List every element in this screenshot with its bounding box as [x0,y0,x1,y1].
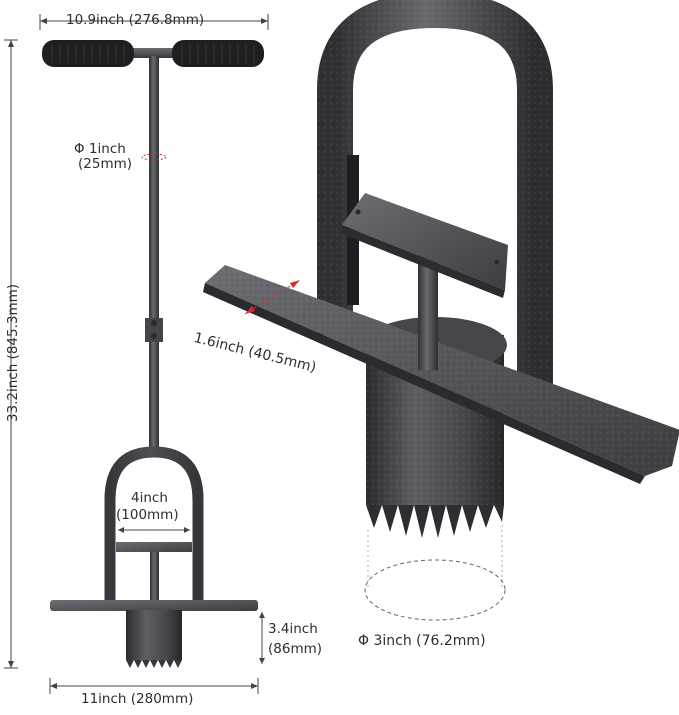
tube-height-label-2: (86mm) [268,641,323,657]
right-grip [172,40,264,67]
total-height-label: 33.2inch (845.3mm) [5,283,21,423]
diameter-marker [141,153,167,161]
inner-width-label-1: 4inch [131,490,168,506]
closeup-view [203,0,679,621]
footplate-width-label: 11inch (280mm) [81,691,194,707]
tube-height-label-1: 3.4inch [268,621,318,637]
full-tool-view [4,14,269,694]
foot-plate [50,600,258,611]
shaft-diameter-label-1: Φ 1inch [74,141,126,157]
step-plate [342,193,508,290]
handle-width-label: 10.9inch (276.8mm) [66,12,205,28]
coring-diameter-label: Φ 3inch (76.2mm) [358,633,486,649]
shaft [149,56,159,456]
inner-width-label-2: (100mm) [116,507,179,523]
shaft-diameter-label-2: (25mm) [78,156,133,172]
plate-width-marker [244,279,301,315]
core-outline [364,559,506,621]
left-grip [42,40,134,67]
